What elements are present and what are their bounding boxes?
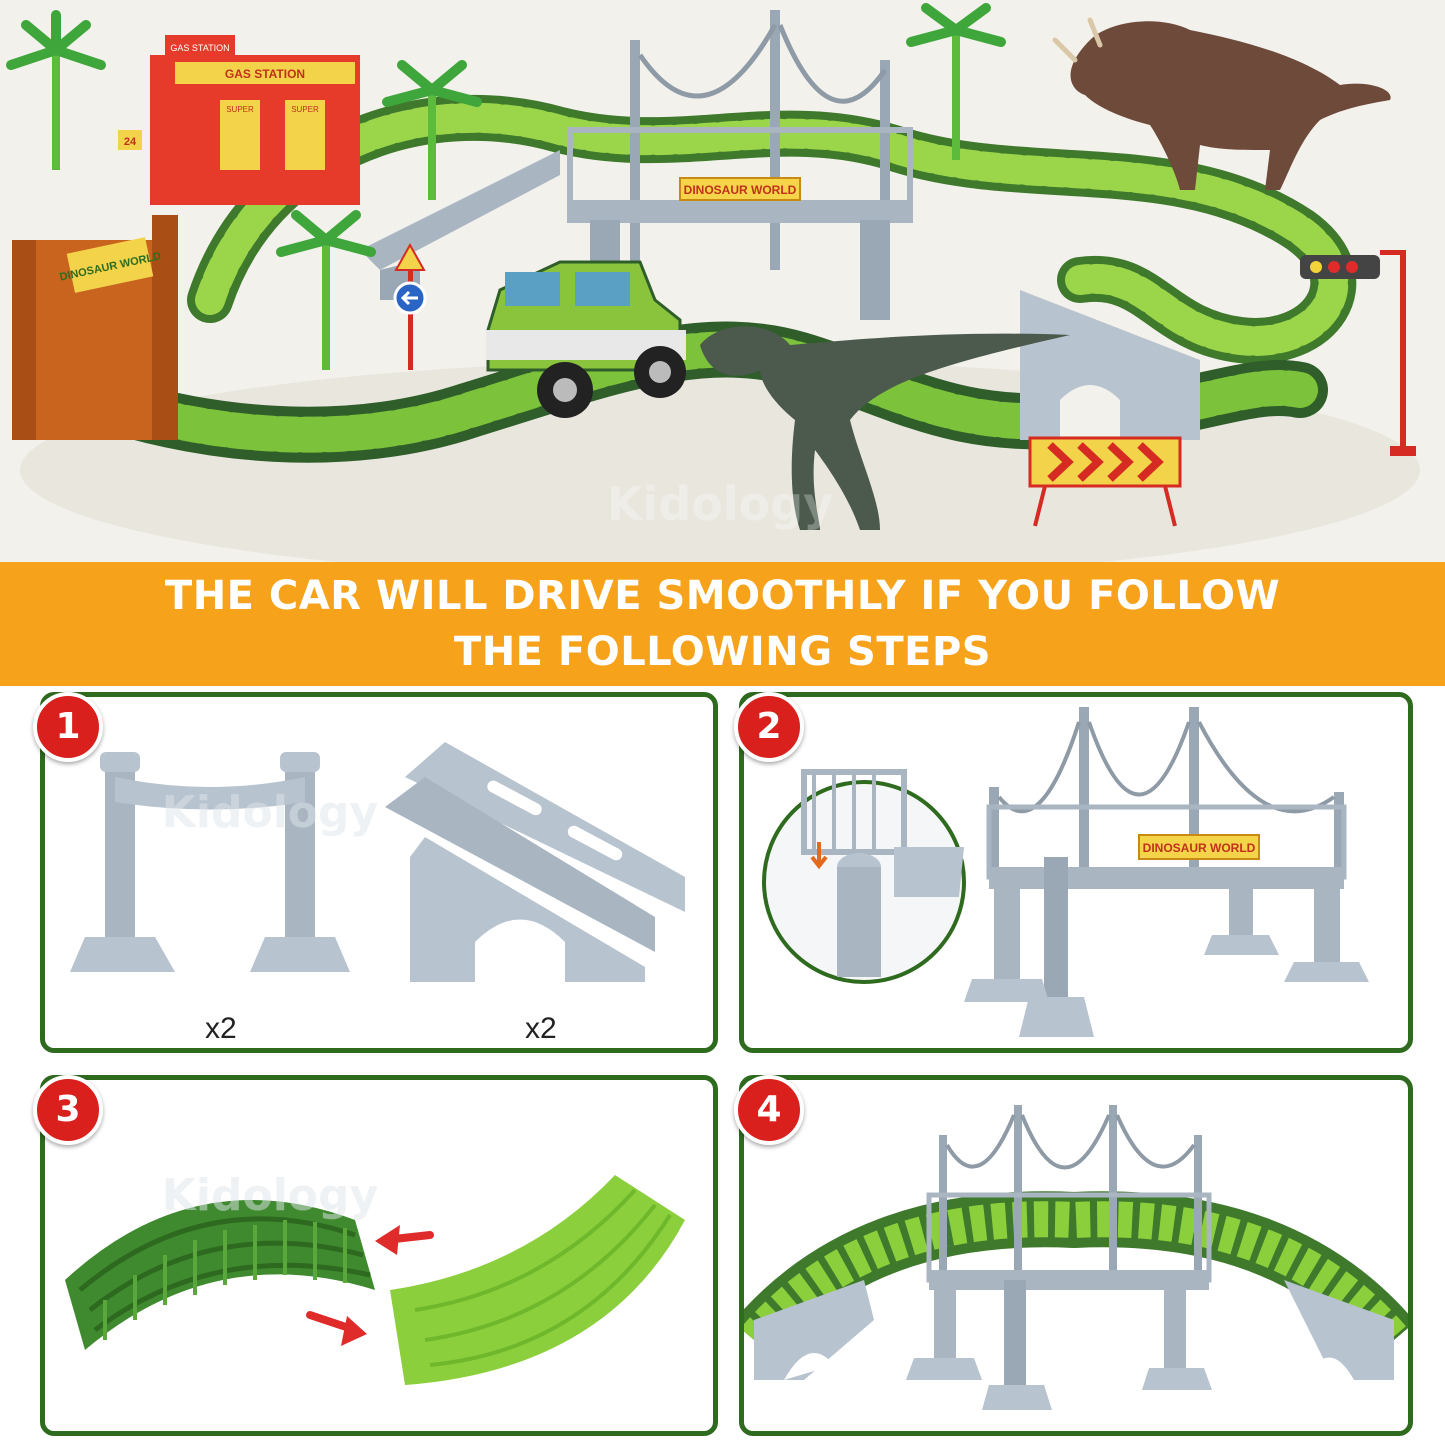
step-2-panel: DINOSAUR WORLD bbox=[739, 692, 1413, 1053]
kidology-watermark: Kidology bbox=[162, 787, 378, 838]
gas-station-sign: GAS STATION bbox=[225, 67, 305, 81]
gas-station-top-sign: GAS STATION bbox=[170, 43, 229, 53]
connect-arrow-icon bbox=[306, 1225, 434, 1346]
hero-image: DINOSAUR WORLD GAS STATION GAS STATION S… bbox=[0, 0, 1445, 562]
gas-station: GAS STATION GAS STATION SUPER SUPER 24 bbox=[118, 35, 360, 205]
ramp-count: x2 bbox=[525, 1012, 557, 1045]
step-3-illustration: Kidology bbox=[65, 1170, 685, 1385]
palm-tree-icon bbox=[276, 210, 376, 370]
hours-sign: 24 bbox=[124, 136, 137, 148]
dinosaur-track-playset-illustration: DINOSAUR WORLD GAS STATION GAS STATION S… bbox=[6, 3, 1420, 562]
step-3-panel: Kidology bbox=[40, 1075, 718, 1436]
step-2-illustration: DINOSAUR WORLD bbox=[762, 707, 1369, 1037]
palm-tree-icon bbox=[906, 3, 1006, 160]
bridge-sign: DINOSAUR WORLD bbox=[1143, 841, 1256, 855]
dark-track-piece bbox=[65, 1200, 375, 1350]
t-rex-figure bbox=[700, 326, 1070, 530]
ramp-support bbox=[385, 742, 685, 982]
step-1-badge: 1 bbox=[33, 692, 103, 762]
zoom-detail-circle bbox=[762, 769, 966, 984]
instruction-banner: THE CAR WILL DRIVE SMOOTHLY IF YOU FOLLO… bbox=[0, 562, 1445, 686]
light-track-piece bbox=[390, 1175, 685, 1385]
banner-line-2: THE FOLLOWING STEPS bbox=[453, 629, 992, 675]
road-sign-icon bbox=[393, 242, 427, 370]
bridge-assembly: DINOSAUR WORLD bbox=[964, 707, 1369, 1037]
step-1-panel: Kidology x2 x2 bbox=[40, 692, 718, 1053]
step-1-illustration: Kidology bbox=[70, 742, 685, 982]
step-2-badge: 2 bbox=[734, 692, 804, 762]
pillar-support bbox=[70, 752, 350, 972]
barrier-icon bbox=[1028, 436, 1182, 527]
palm-tree-icon bbox=[6, 10, 106, 170]
step-3-badge: 3 bbox=[33, 1075, 103, 1145]
kidology-watermark: Kidology bbox=[162, 1170, 378, 1221]
pump-label-2: SUPER bbox=[291, 105, 319, 114]
step-4-panel bbox=[739, 1075, 1413, 1436]
pillar-count: x2 bbox=[205, 1012, 237, 1045]
pump-label-1: SUPER bbox=[226, 105, 254, 114]
step-4-badge: 4 bbox=[734, 1075, 804, 1145]
toy-car bbox=[486, 260, 686, 418]
bridge-sign: DINOSAUR WORLD bbox=[684, 183, 797, 197]
dinosaur-world-gate: DINOSAUR WORLD bbox=[12, 215, 178, 440]
palm-tree-icon bbox=[382, 60, 482, 200]
step-4-illustration bbox=[744, 1105, 1408, 1410]
assembled-track-bridge bbox=[744, 1105, 1408, 1410]
kidology-watermark: Kidology bbox=[607, 477, 833, 531]
triceratops-figure bbox=[1052, 17, 1391, 190]
banner-line-1: THE CAR WILL DRIVE SMOOTHLY IF YOU FOLLO… bbox=[164, 573, 1281, 619]
traffic-light-icon bbox=[1300, 250, 1416, 456]
